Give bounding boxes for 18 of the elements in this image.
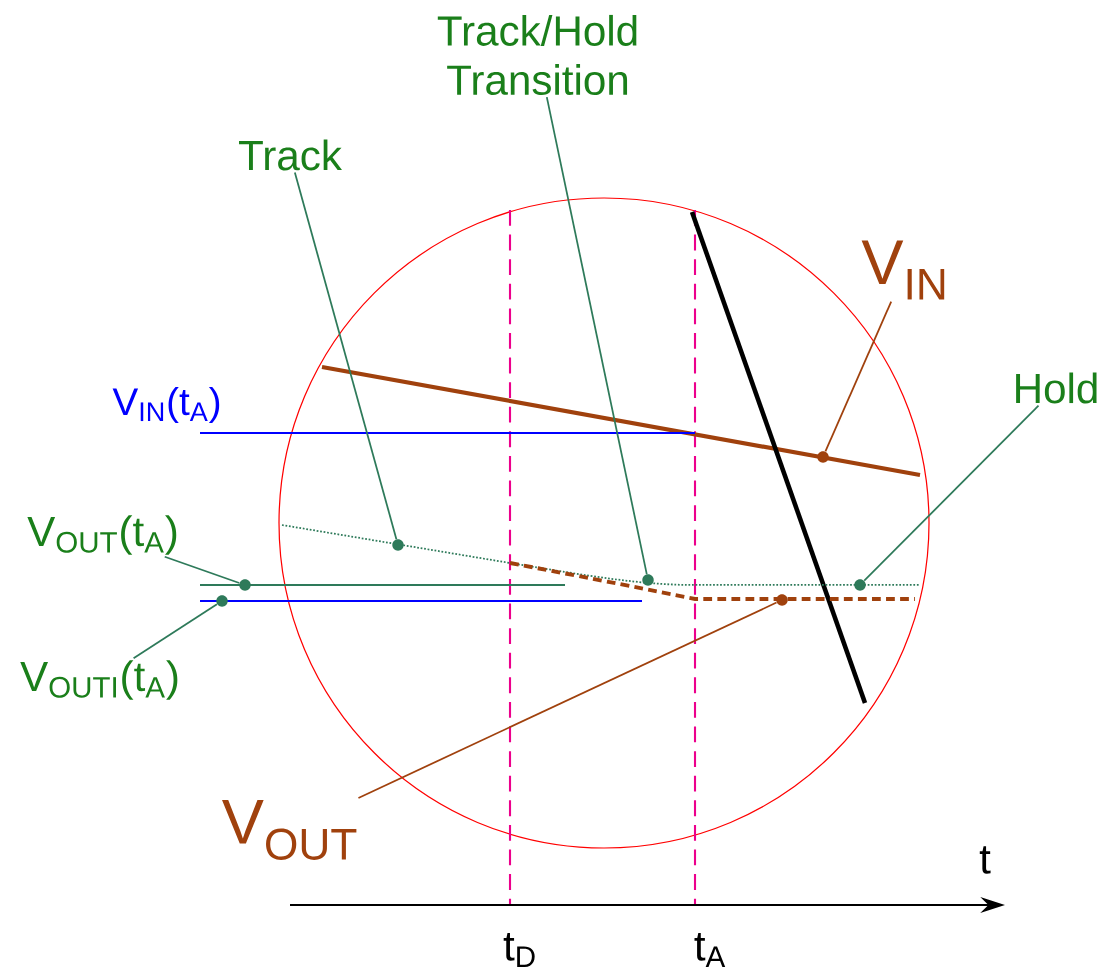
leader-line [294, 171, 398, 541]
callout-label: V$_{OUTI}$(t$_{A}$) [20, 660, 178, 700]
callout-label: Track/Hold Transition [437, 14, 637, 96]
leader-line [132, 603, 218, 660]
level-label: V$_{IN}$(t$_{A}$) [112, 386, 220, 423]
leader-line [545, 96, 648, 575]
leader-line [163, 555, 241, 584]
callout-label: V$_{IN}$ [861, 240, 945, 300]
tick-label: t$_{D}$ [503, 933, 535, 967]
tick-label: t$_{A}$ [694, 933, 726, 967]
leader-line [357, 601, 778, 799]
callout-label: V$_{OUT}$(t$_{A}$) [27, 515, 177, 555]
leader-line [863, 404, 1040, 582]
callout-label: Track [239, 139, 342, 171]
leader-line [824, 300, 893, 453]
callout-label: Hold [1016, 372, 1097, 404]
axis-label: t [979, 846, 991, 874]
callout-label: V$_{OUT}$ [222, 800, 357, 860]
